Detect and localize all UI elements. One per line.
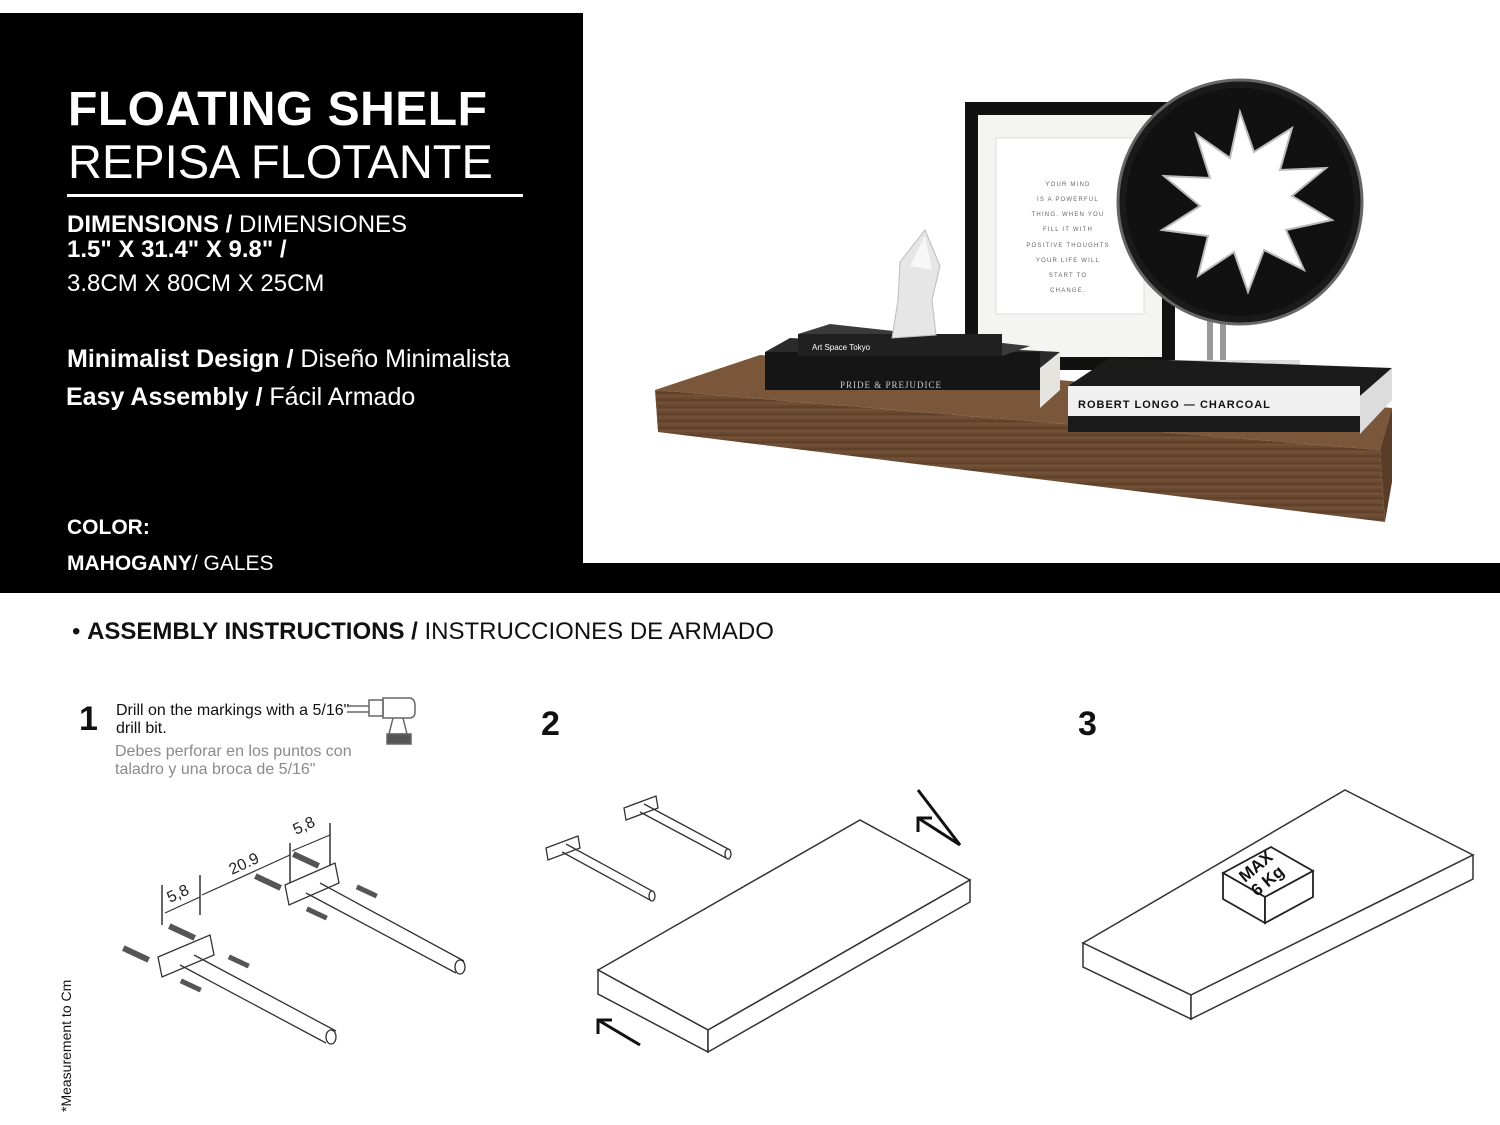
bullet: • (72, 618, 81, 645)
poster-line: THING. WHEN YOU (1032, 212, 1105, 218)
assembly-heading-en: ASSEMBLY INSTRUCTIONS (87, 618, 405, 645)
color-label: COLOR: (67, 516, 150, 539)
color-value: MAHOGANY/ GALES (67, 553, 274, 574)
poster-line: YOUR LIFE WILL (1036, 258, 1100, 264)
measurement-note: *Measurement to Cm (58, 979, 74, 1112)
poster-line: START TO (1049, 273, 1087, 279)
step-1-diagram: 5,8 20.9 5,8 (122, 814, 466, 1045)
dimensions-cm: 3.8CM X 80CM X 25CM (67, 270, 325, 297)
dimensions-label-en: DIMENSIONS (67, 211, 220, 238)
step-1-text-en: Drill on the markings with a 5/16" drill… (116, 702, 350, 737)
header-strip (583, 563, 1500, 593)
poster-line: IS A POWERFUL (1037, 197, 1099, 203)
assembly-heading-es: INSTRUCCIONES DE ARMADO (424, 618, 774, 645)
book-title: Art Space Tokyo (812, 343, 871, 352)
books-left: Art Space Tokyo PRIDE & PREJUDICE (765, 324, 1060, 408)
step-3-number: 3 (1078, 705, 1097, 743)
weight-box-icon: MAX 6 Kg (1221, 845, 1315, 925)
dimensions-separator: / (219, 211, 240, 238)
step-2-diagram (545, 789, 972, 1054)
drill-icon (347, 697, 416, 745)
feature-design-separator: / (279, 345, 301, 373)
poster-text: YOUR MIND IS A POWERFUL THING. WHEN YOU … (1026, 182, 1109, 294)
feature-design: Minimalist Design / Diseño Minimalista (67, 347, 510, 372)
dimensions-inches: 1.5" X 31.4" X 9.8" / (67, 236, 287, 263)
poster-line: POSITIVE THOUGHTS (1026, 243, 1109, 249)
dimensions-label-es: DIMENSIONES (239, 211, 408, 238)
assembly-heading: • ASSEMBLY INSTRUCTIONS / INSTRUCCIONES … (72, 618, 774, 646)
disc-sculpture (1116, 78, 1364, 382)
color-value-en: MAHOGANY (67, 552, 192, 575)
poster-line: YOUR MIND (1045, 182, 1090, 188)
step-2-number: 2 (541, 705, 560, 743)
feature-assembly-separator: / (248, 383, 270, 411)
assembly-heading-separator: / (404, 618, 425, 645)
step-1-text-es: Debes perforar en los puntos con taladro… (115, 743, 352, 778)
title-spanish: REPISA FLOTANTE (68, 135, 493, 188)
book-title: PRIDE & PREJUDICE (840, 380, 942, 390)
header-panel (0, 13, 583, 593)
measurement-right: 5,8 (291, 814, 318, 839)
book-title: ROBERT LONGO — CHARCOAL (1078, 399, 1271, 411)
product-photo: YOUR MIND IS A POWERFUL THING. WHEN YOU … (655, 78, 1392, 522)
title-divider (67, 194, 523, 197)
color-value-es: / GALES (191, 552, 274, 575)
feature-assembly-es: Fácil Armado (269, 383, 416, 411)
poster-line: CHANGE. (1050, 288, 1086, 294)
bust (891, 229, 941, 339)
feature-assembly-en: Easy Assembly (66, 383, 249, 411)
feature-assembly: Easy Assembly / Fácil Armado (66, 385, 415, 410)
feature-design-en: Minimalist Design (67, 345, 280, 373)
dimensions-label: DIMENSIONS / DIMENSIONES (67, 213, 407, 237)
book-right: ROBERT LONGO — CHARCOAL (1068, 358, 1392, 434)
feature-design-es: Diseño Minimalista (300, 345, 511, 373)
poster-line: FILL IT WITH (1043, 227, 1093, 233)
arrow-icon (596, 789, 962, 1047)
step-1-number: 1 (79, 700, 98, 738)
step-3-diagram: MAX 6 Kg (1081, 789, 1475, 1021)
title-english: FLOATING SHELF (68, 83, 488, 136)
